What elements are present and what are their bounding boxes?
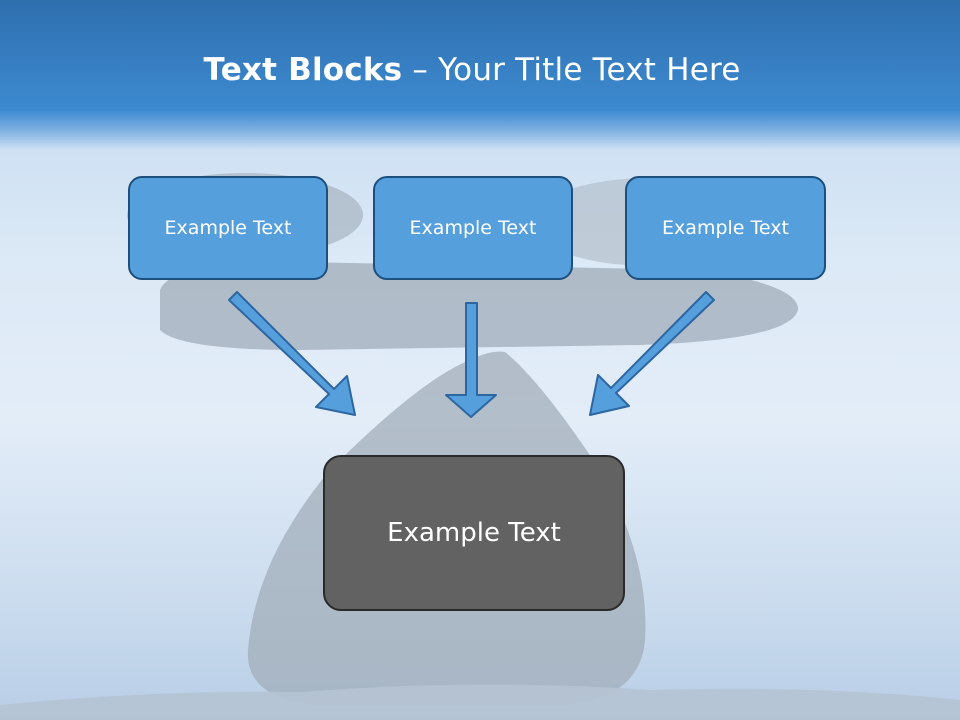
stone-flat bbox=[160, 262, 799, 350]
text-block-1-label: Example Text bbox=[164, 217, 292, 239]
title-rest-text: – Your Title Text Here bbox=[402, 52, 741, 88]
text-block-2[interactable]: Example Text bbox=[373, 176, 573, 280]
slide-title: Text Blocks – Your Title Text Here bbox=[0, 52, 944, 88]
title-bold-text: Text Blocks bbox=[203, 52, 403, 88]
text-block-2-label: Example Text bbox=[409, 217, 537, 239]
center-text-block-label: Example Text bbox=[387, 518, 561, 548]
arrow-left-diagonal[interactable] bbox=[228, 291, 356, 416]
text-block-3-label: Example Text bbox=[662, 217, 789, 239]
rocky-ground bbox=[0, 684, 960, 720]
center-text-block[interactable]: Example Text bbox=[323, 455, 625, 611]
text-block-1[interactable]: Example Text bbox=[128, 176, 328, 280]
arrow-center-down[interactable] bbox=[445, 302, 497, 418]
arrow-right-diagonal[interactable] bbox=[589, 291, 715, 416]
text-block-3[interactable]: Example Text bbox=[625, 176, 826, 280]
